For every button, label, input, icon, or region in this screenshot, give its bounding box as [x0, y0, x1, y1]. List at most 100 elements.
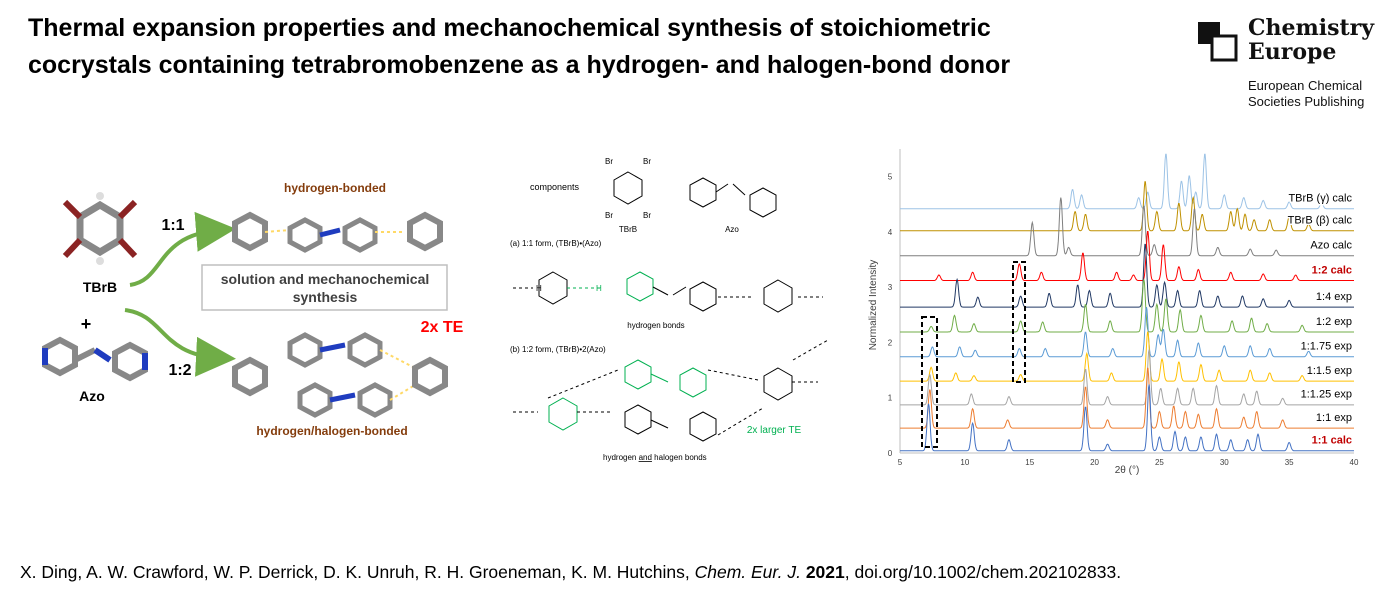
x-axis-label: 2θ (°) — [1115, 465, 1140, 476]
form-a-label: (a) 1:1 form, (TBrB)•(Azo) — [510, 239, 602, 248]
x-tick-label: 10 — [960, 458, 969, 467]
te-label: 2x TE — [421, 319, 464, 336]
x-tick-label: 30 — [1220, 458, 1229, 467]
series-line — [900, 384, 1354, 452]
series-label: 1:1 exp — [1316, 412, 1352, 424]
series-label: 1:2 exp — [1316, 316, 1352, 328]
hal-bonds-label: hydrogen and halogen bonds — [603, 453, 707, 462]
y-tick-label: 0 — [888, 449, 893, 458]
series-label: TBrB (γ) calc — [1288, 193, 1352, 205]
highlight-box-mid-angle — [1012, 261, 1026, 383]
page-title: Thermal expansion properties and mechano… — [28, 10, 1148, 84]
tbrb-molecule-image — [62, 192, 138, 265]
azo-caption: Azo — [725, 225, 739, 234]
y-tick-label: 1 — [888, 394, 893, 403]
h-label-a1: H — [536, 284, 542, 293]
br-label-4: Br — [643, 211, 651, 220]
larger-te-label: 2x larger TE — [747, 425, 802, 436]
series-label: Azo calc — [1310, 239, 1352, 251]
tbrb-structure — [613, 171, 643, 205]
series-label: 1:1.75 exp — [1301, 341, 1352, 353]
chart-axes: 5 10 15 20 25 30 35 40 0 1 2 3 4 5 — [888, 149, 1359, 467]
y-tick-label: 4 — [888, 228, 893, 237]
series-line — [900, 181, 1354, 232]
series-line — [900, 331, 1354, 382]
br-label-1: Br — [605, 157, 613, 166]
y-axis-label: Normalized Intensity — [868, 260, 879, 351]
hydrogen-bonds-label: hydrogen bonds — [627, 321, 684, 330]
series-line — [900, 279, 1354, 333]
azo-label: Azo — [79, 388, 105, 404]
series-label: 1:1.25 exp — [1301, 389, 1352, 401]
plus-sign: + — [81, 314, 92, 334]
azo-molecule-image — [42, 336, 148, 382]
series-line — [900, 197, 1354, 257]
series-line — [900, 367, 1354, 429]
series-label: 1:4 exp — [1316, 291, 1352, 303]
chemistry-europe-logo: Chemistry Europe European Chemical Socie… — [1196, 16, 1396, 116]
form-a-structure — [513, 271, 823, 313]
title-line-1: Thermal expansion properties and mechano… — [28, 14, 991, 42]
series-line — [900, 231, 1354, 281]
logo-mark-icon — [1198, 22, 1238, 62]
hh-bonded-label: hydrogen/halogen-bonded — [256, 424, 407, 438]
br-label-2: Br — [643, 157, 651, 166]
logo-sub-line-2: Societies Publishing — [1248, 94, 1365, 109]
x-tick-label: 20 — [1090, 458, 1099, 467]
hydrogen-bonded-label: hydrogen-bonded — [284, 181, 386, 195]
y-tick-label: 3 — [888, 283, 893, 292]
logo-name: Chemistry Europe — [1248, 16, 1374, 64]
arrow-1-1 — [129, 211, 236, 287]
tbrb-label: TBrB — [83, 279, 117, 295]
y-tick-label: 5 — [888, 173, 893, 182]
series-label: 1:2 calc — [1312, 264, 1352, 276]
logo-name-line-1: Chemistry — [1248, 15, 1375, 41]
series-line — [900, 306, 1354, 358]
series-label: 1:1 calc — [1312, 435, 1352, 447]
cocrystal-1-1-image — [232, 211, 443, 253]
title-line-2: cocrystals containing tetrabromobenzene … — [28, 51, 1011, 79]
x-tick-label: 35 — [1285, 458, 1294, 467]
series-line — [900, 243, 1354, 308]
citation-authors: X. Ding, A. W. Crawford, W. P. Derrick, … — [20, 562, 695, 582]
citation: X. Ding, A. W. Crawford, W. P. Derrick, … — [20, 562, 1390, 583]
highlight-box-low-angle — [921, 316, 938, 448]
arrow-1-2 — [124, 308, 236, 377]
left-schematic-panel: TBrB + Azo 1:1 1:2 hydrogen-bonded solut… — [42, 181, 464, 438]
x-tick-label: 25 — [1155, 458, 1164, 467]
synthesis-box — [201, 264, 448, 311]
x-tick-label: 5 — [898, 458, 903, 467]
ratio-1-2-label: 1:2 — [168, 362, 191, 379]
logo-subtitle: European Chemical Societies Publishing — [1248, 78, 1364, 110]
logo-sub-line-1: European Chemical — [1248, 78, 1363, 93]
synthesis-line-2: synthesis — [293, 289, 358, 305]
form-b-structure — [513, 339, 829, 442]
citation-journal: Chem. Eur. J. — [694, 562, 801, 582]
chart-series — [900, 153, 1354, 452]
tbrb-caption: TBrB — [619, 225, 637, 234]
series-label: 1:1.5 exp — [1307, 365, 1352, 377]
br-label-3: Br — [605, 211, 613, 220]
citation-doi: , doi.org/10.1002/chem.202102833. — [844, 562, 1122, 582]
logo-name-line-2: Europe — [1248, 39, 1337, 65]
cocrystal-1-2-image — [232, 332, 448, 418]
series-line — [900, 349, 1354, 406]
series-line — [900, 153, 1354, 210]
h-label-a2: H — [596, 284, 602, 293]
citation-year: 2021 — [805, 562, 845, 582]
middle-schematic-panel: components Br Br Br Br TBrB Azo (a) 1:1 … — [510, 157, 829, 462]
x-tick-label: 40 — [1350, 458, 1359, 467]
azo-structure — [689, 177, 777, 218]
synthesis-line-1: solution and mechanochemical — [221, 271, 430, 287]
form-b-label: (b) 1:2 form, (TBrB)•2(Azo) — [510, 345, 606, 354]
components-label: components — [530, 182, 580, 192]
hal-bonds-post: halogen bonds — [652, 453, 707, 462]
ratio-1-1-label: 1:1 — [161, 217, 184, 234]
series-label: TBrB (β) calc — [1288, 215, 1353, 227]
hal-bonds-and: and — [639, 453, 652, 462]
y-tick-label: 2 — [888, 338, 893, 347]
x-tick-label: 15 — [1025, 458, 1034, 467]
hal-bonds-pre: hydrogen — [603, 453, 639, 462]
